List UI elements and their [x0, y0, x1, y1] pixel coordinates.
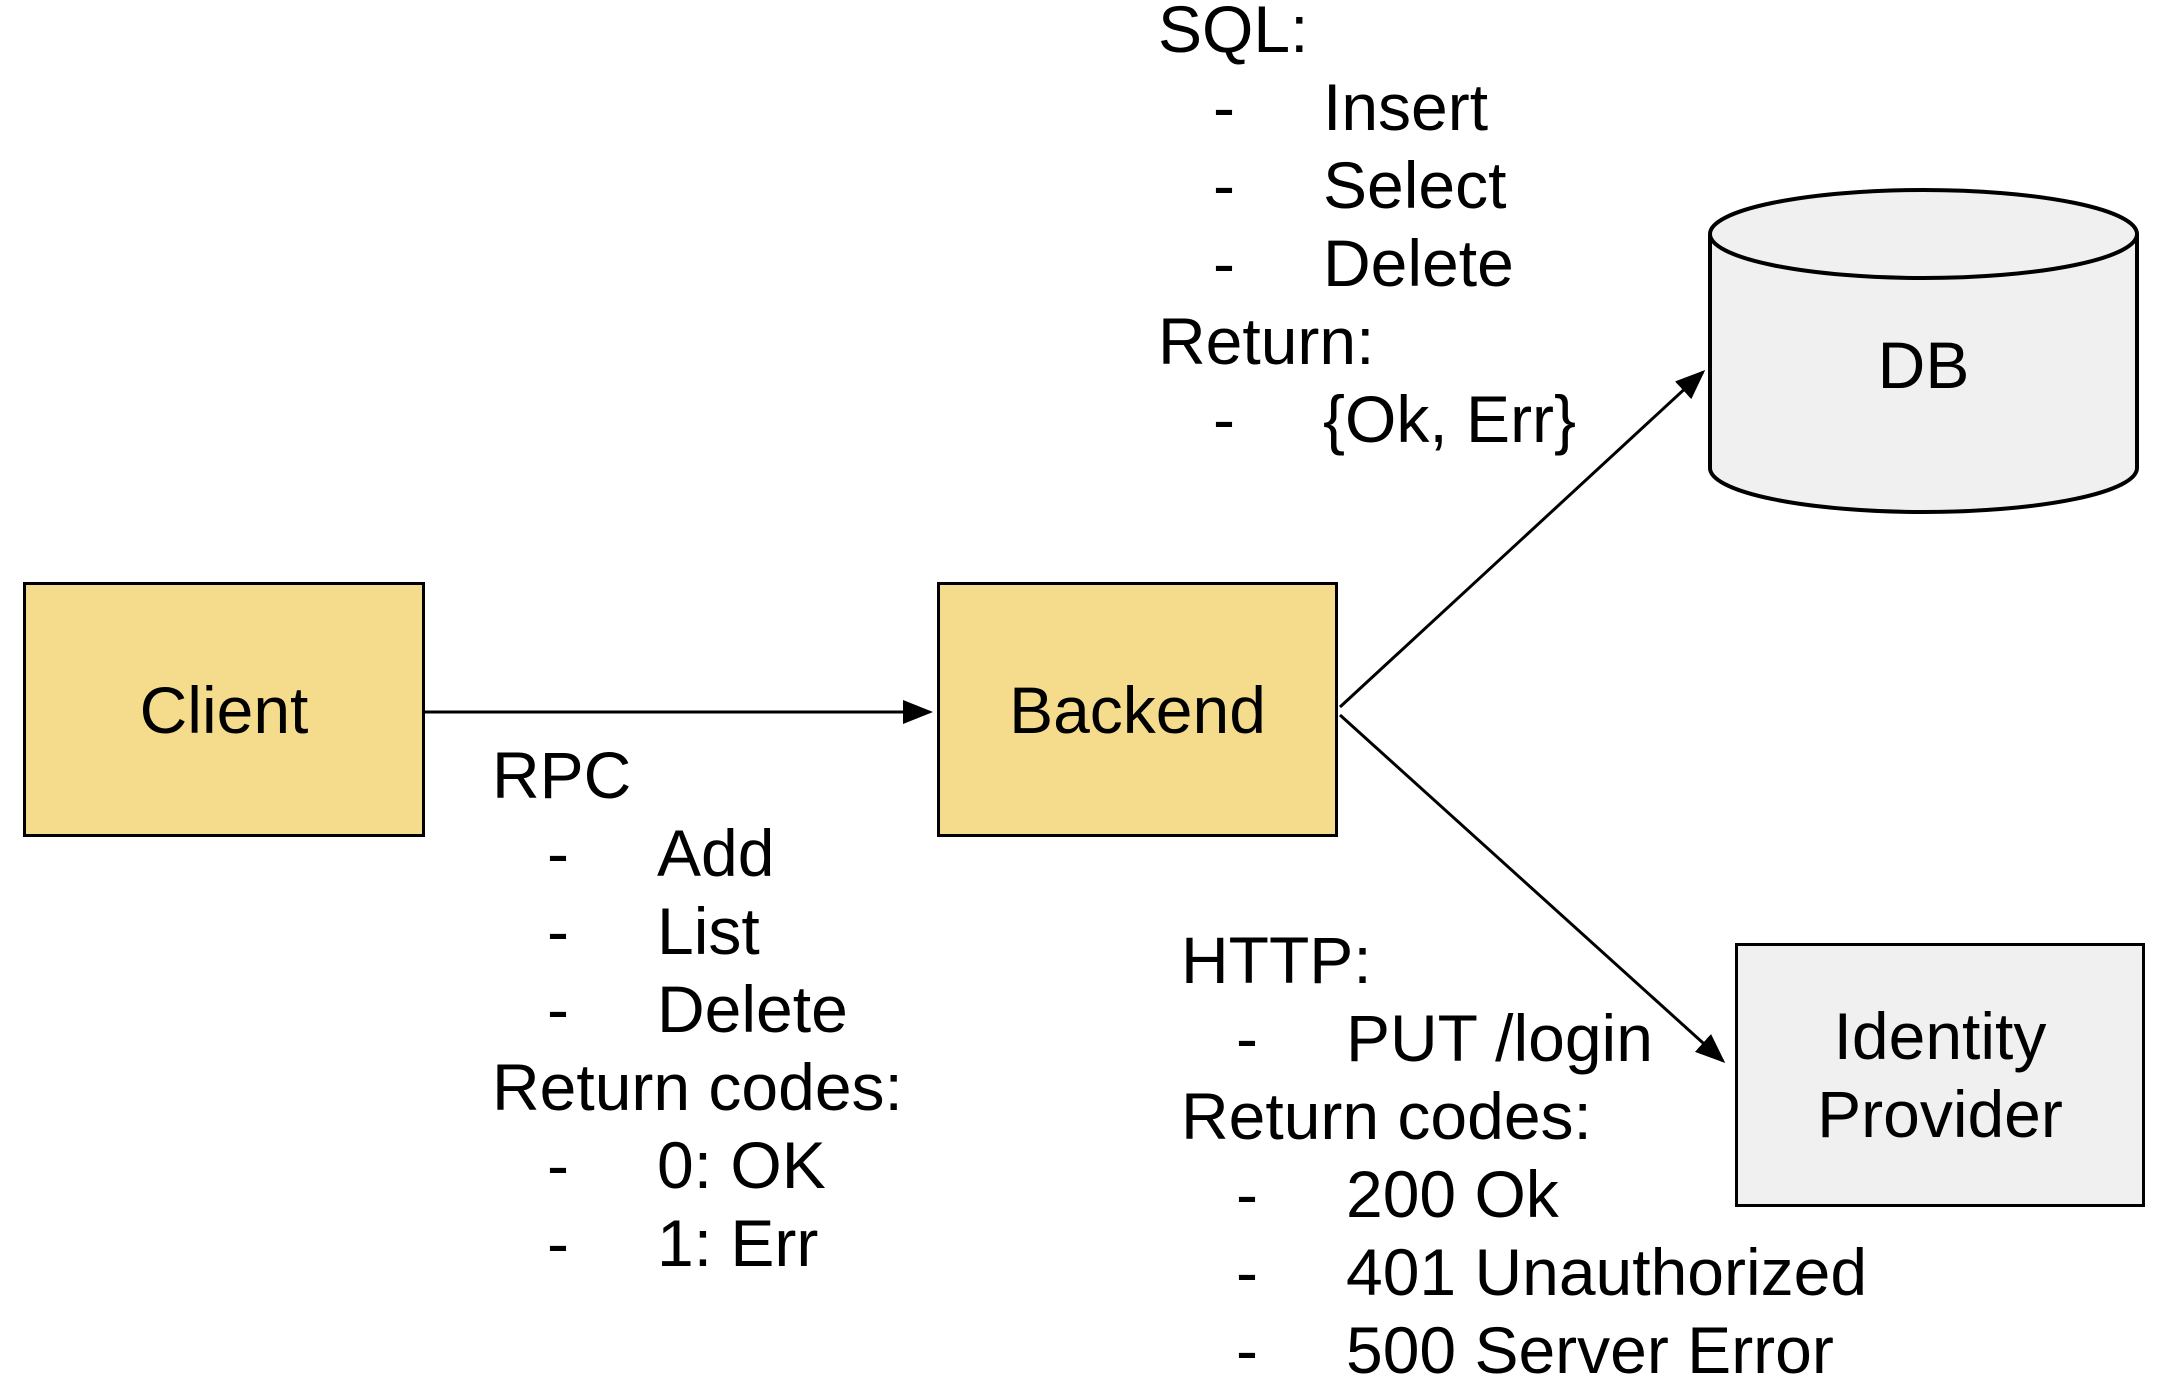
db-cylinder-shape — [1708, 188, 2139, 514]
annotation-item-text: List — [657, 894, 760, 968]
annotation-item-text: Delete — [657, 972, 848, 1046]
bullet-dash: - — [1213, 70, 1235, 144]
bullet-dash: - — [1236, 1235, 1258, 1309]
bullet-dash: - — [1236, 1313, 1258, 1387]
client-node: Client — [23, 582, 425, 837]
annotation-item-text: Add — [657, 816, 775, 890]
annotation-item-text: Select — [1323, 148, 1507, 222]
annotation-item-text: Insert — [1323, 70, 1489, 144]
annotation-item-text: 0: OK — [657, 1128, 826, 1202]
annotation-item-text: Delete — [1323, 226, 1514, 300]
bullet-dash: - — [547, 894, 569, 968]
db-node-label: DB — [1877, 328, 1970, 402]
annotation-label-text: Return codes: — [492, 1050, 903, 1124]
backend-node-label: Backend — [1009, 672, 1266, 747]
annotation-label-text: Return codes: — [1181, 1079, 1592, 1153]
identity-provider-label-line1: Identity — [1833, 999, 2047, 1073]
annotation-item-text: 1: Err — [657, 1206, 819, 1280]
annotation-item-text: 200 Ok — [1346, 1157, 1559, 1231]
client-node-label: Client — [139, 672, 309, 747]
bullet-dash: - — [547, 972, 569, 1046]
bullet-dash: - — [1213, 382, 1235, 456]
annotation-item-text: PUT /login — [1346, 1001, 1653, 1075]
identity-provider-label-line2: Provider — [1817, 1077, 2063, 1151]
bullet-dash: - — [1236, 1001, 1258, 1075]
annotation-label-text: HTTP: — [1181, 923, 1372, 997]
backend-node: Backend — [937, 582, 1338, 837]
bullet-dash: - — [1213, 226, 1235, 300]
annotation-label-text: RPC — [492, 738, 632, 812]
annotation-label-text: Return: — [1158, 304, 1375, 378]
annotation-label-text: SQL: — [1158, 0, 1309, 66]
annotation-item-text: {Ok, Err} — [1323, 382, 1577, 456]
annotation-item-text: 500 Server Error — [1346, 1313, 1834, 1387]
db-node: DB — [1706, 186, 2141, 516]
bullet-dash: - — [547, 816, 569, 890]
bullet-dash: - — [1236, 1157, 1258, 1231]
identity-provider-node: Identity Provider — [1735, 943, 2145, 1207]
bullet-dash: - — [547, 1206, 569, 1280]
annotation-item-text: 401 Unauthorized — [1346, 1235, 1868, 1309]
bullet-dash: - — [547, 1128, 569, 1202]
bullet-dash: - — [1213, 148, 1235, 222]
